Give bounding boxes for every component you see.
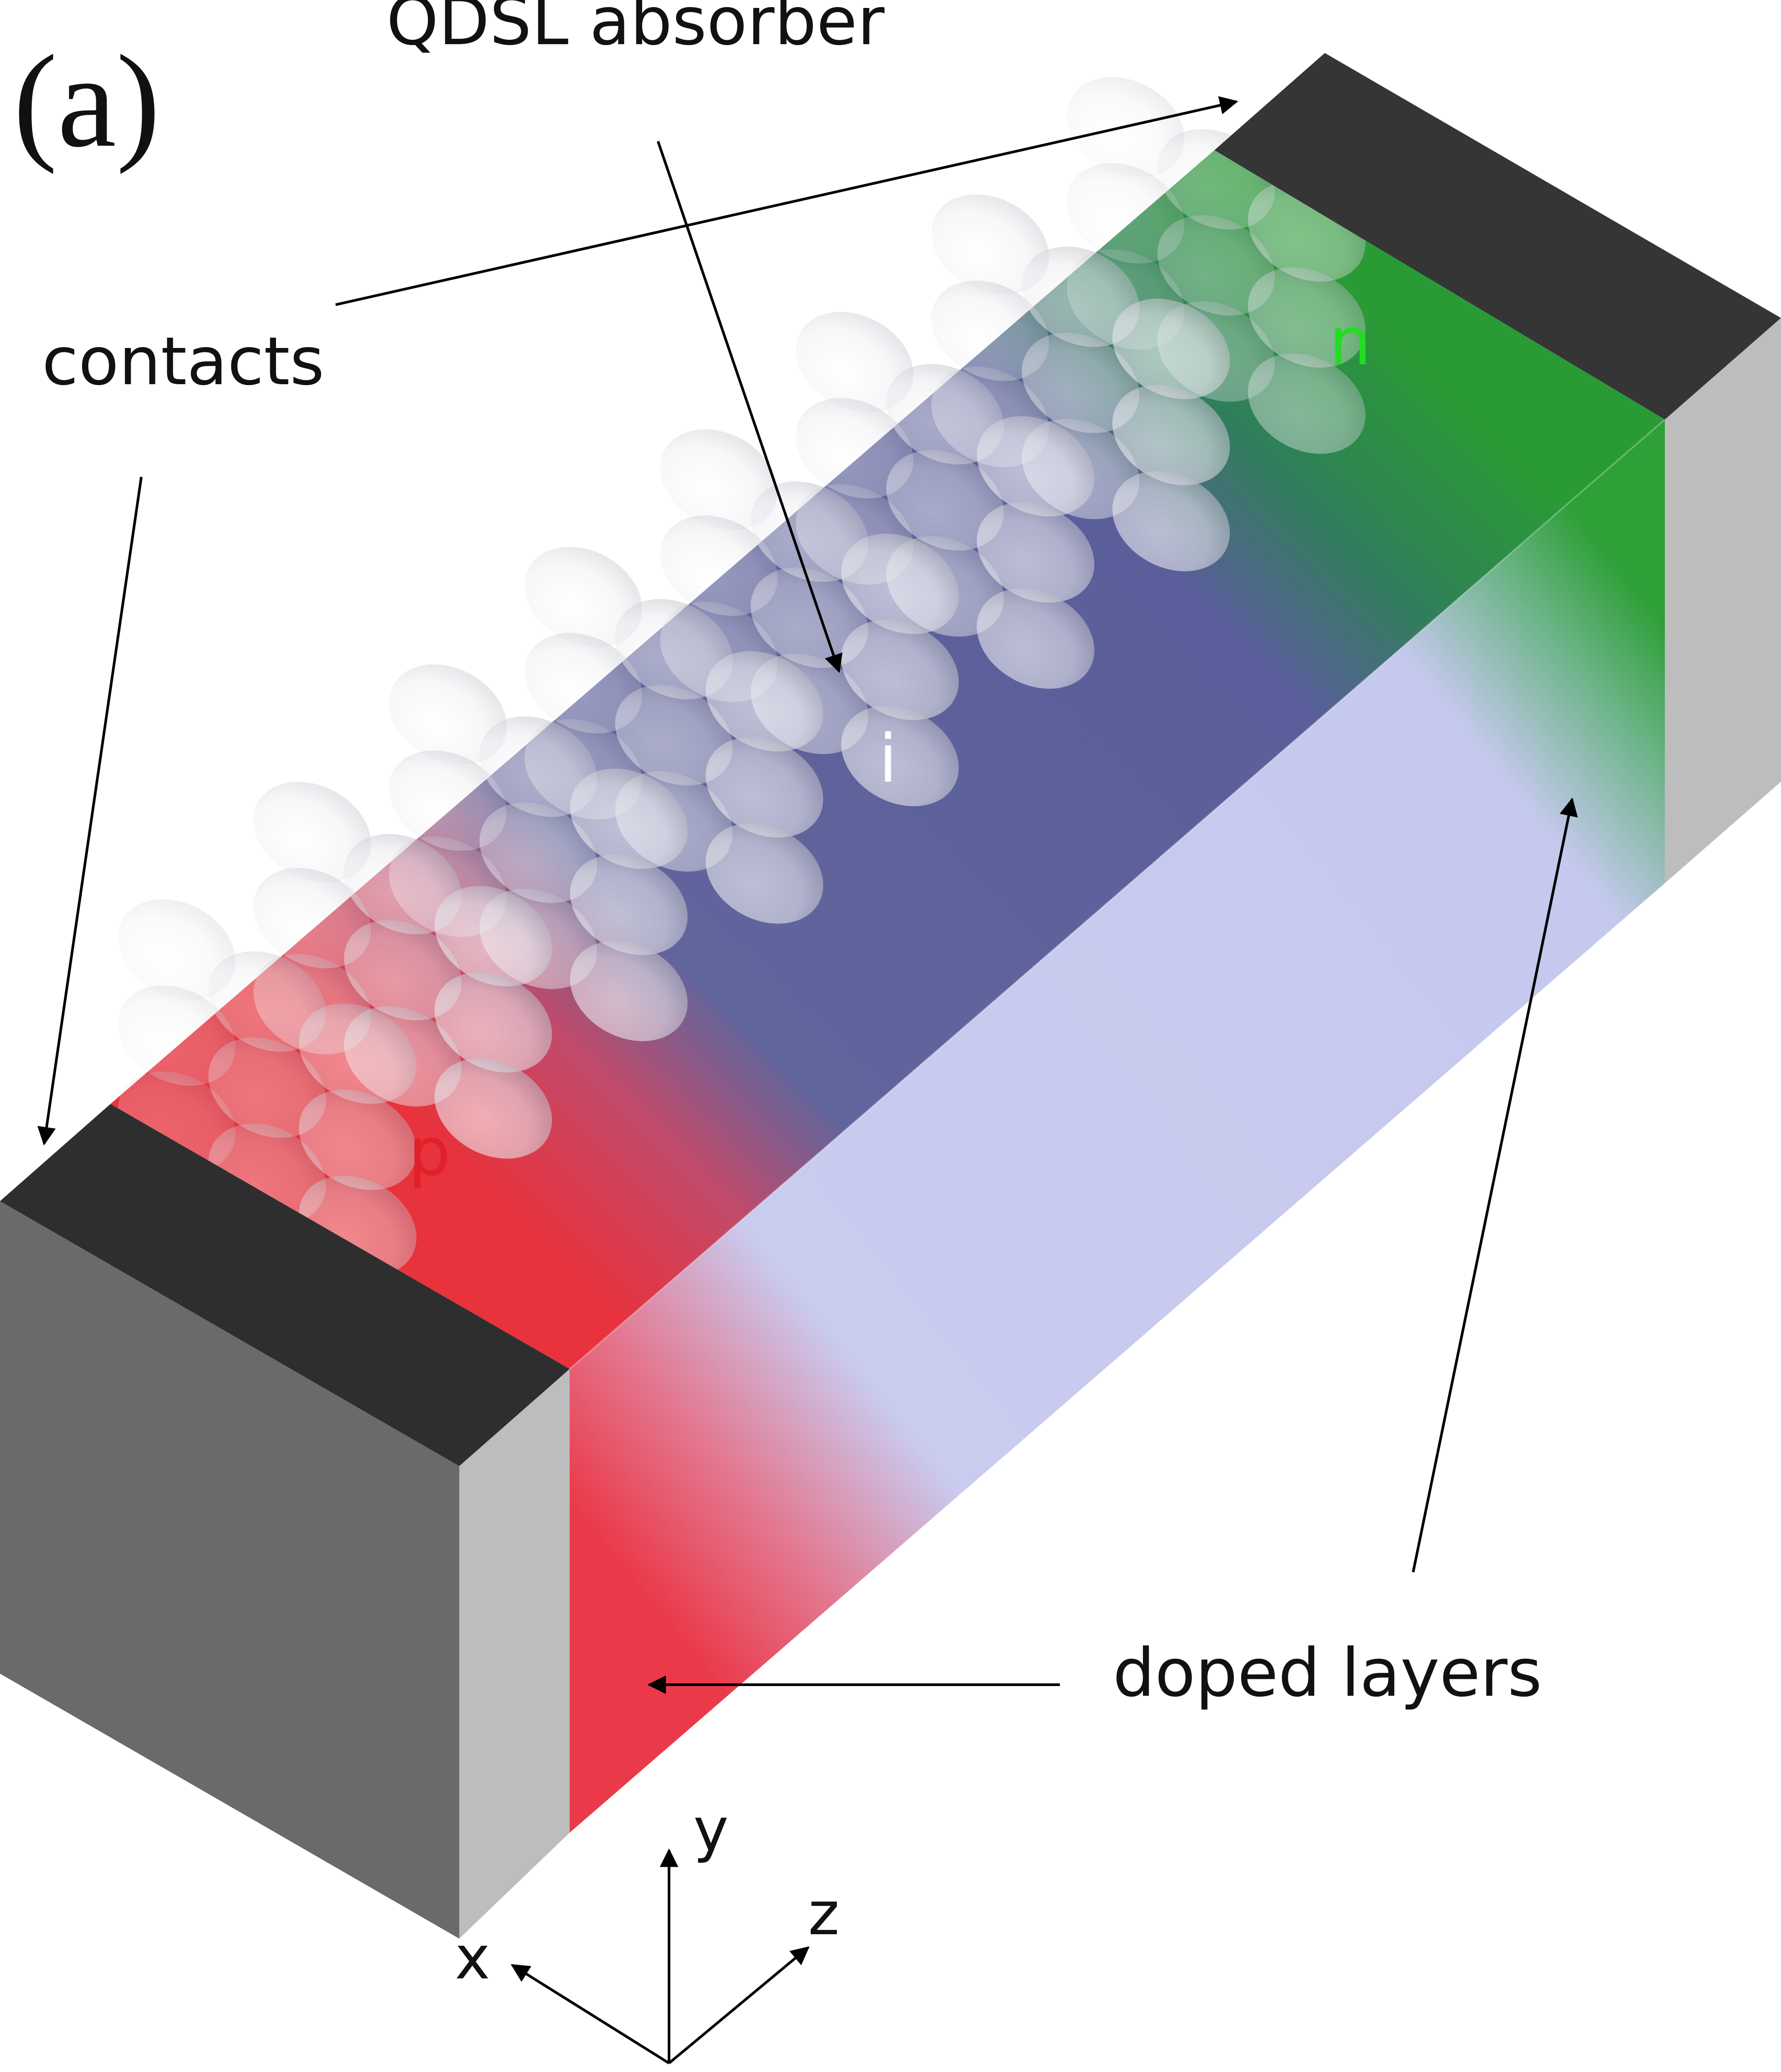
label-region-i: i: [879, 721, 897, 798]
quantum-dot: [434, 886, 552, 987]
quantum-dot: [299, 1089, 417, 1190]
quantum-dot: [750, 481, 869, 582]
quantum-dot: [1021, 333, 1140, 433]
quantum-dot: [660, 429, 778, 530]
quantum-dot: [253, 782, 371, 882]
quantum-dot: [434, 1058, 552, 1159]
quantum-dot: [117, 985, 236, 1086]
label-qdsl-absorber: QDSL absorber: [386, 0, 885, 60]
panel-label: (a): [13, 28, 160, 175]
quantum-dot: [886, 364, 1004, 465]
quantum-dot: [1066, 163, 1185, 264]
quantum-dot: [344, 834, 462, 934]
quantum-dot: [841, 620, 959, 720]
arrow-contacts-right: [335, 96, 1239, 306]
quantum-dot: [434, 972, 552, 1073]
label-contacts: contacts: [42, 323, 324, 400]
quantum-dot: [1112, 385, 1230, 485]
coordinate-axes: [510, 1848, 810, 2064]
quantum-dot: [750, 567, 869, 668]
quantum-dot: [253, 868, 371, 968]
quantum-dots: [117, 77, 1366, 1276]
quantum-dot: [795, 312, 914, 412]
quantum-dot: [886, 450, 1004, 551]
label-region-p: p: [408, 1114, 450, 1191]
quantum-dot: [841, 533, 959, 634]
arrow-absorber: [657, 141, 843, 673]
label-doped-layers: doped layers: [1113, 1635, 1542, 1712]
quantum-dot: [570, 941, 688, 1041]
annotation-arrows: [37, 96, 1578, 1694]
quantum-dot: [660, 515, 778, 616]
axis-x-label: x: [455, 1923, 490, 1993]
axis-z-label: z: [808, 1879, 839, 1948]
quantum-dot: [344, 920, 462, 1021]
right-contact: [1214, 53, 1781, 883]
quantum-dot: [524, 547, 643, 647]
quantum-dot: [976, 416, 1095, 517]
quantum-dot: [976, 588, 1095, 689]
quantum-dot: [795, 398, 914, 499]
quantum-dot: [299, 1003, 417, 1104]
quantum-dot: [705, 651, 824, 752]
left-contact-side: [459, 1369, 570, 1939]
axis-y-label: y: [693, 1795, 729, 1864]
quantum-dot: [117, 899, 236, 1000]
left-contact-top: [0, 1104, 570, 1466]
quantum-dot: [479, 802, 597, 903]
quantum-dot: [570, 855, 688, 955]
quantum-dot: [1248, 353, 1366, 454]
quantum-dot: [479, 716, 597, 817]
right-contact-top: [1214, 53, 1781, 420]
axis-x-arrow: [510, 1964, 670, 2064]
quantum-dot: [705, 737, 824, 838]
quantum-dot: [389, 750, 507, 851]
arrow-contacts-left: [37, 476, 143, 1146]
left-contact: [0, 1104, 570, 1939]
bar-front-face: [570, 420, 1665, 1833]
quantum-dot: [976, 502, 1095, 603]
quantum-dot: [1112, 471, 1230, 571]
quantum-dot: [615, 599, 733, 699]
quantum-dot: [524, 633, 643, 734]
quantum-dot: [1021, 246, 1140, 347]
quantum-dot: [931, 280, 1049, 381]
axis-z-arrow: [668, 1946, 810, 2064]
quantum-dot: [389, 664, 507, 765]
left-contact-front: [0, 1201, 459, 1939]
arrow-doped-n: [1412, 797, 1578, 1573]
quantum-dot: [705, 823, 824, 924]
bar-edge: [569, 419, 1666, 1370]
quantum-dot: [841, 706, 959, 806]
right-contact-side: [1665, 318, 1781, 883]
quantum-dot: [1157, 215, 1275, 316]
quantum-dot: [208, 1037, 326, 1138]
quantum-dot: [1112, 299, 1230, 399]
label-region-n: n: [1329, 303, 1371, 380]
quantum-dot: [615, 685, 733, 786]
quantum-dot: [931, 194, 1049, 295]
quantum-dot: [1248, 267, 1366, 368]
quantum-dot: [570, 768, 688, 869]
quantum-dot: [208, 951, 326, 1052]
